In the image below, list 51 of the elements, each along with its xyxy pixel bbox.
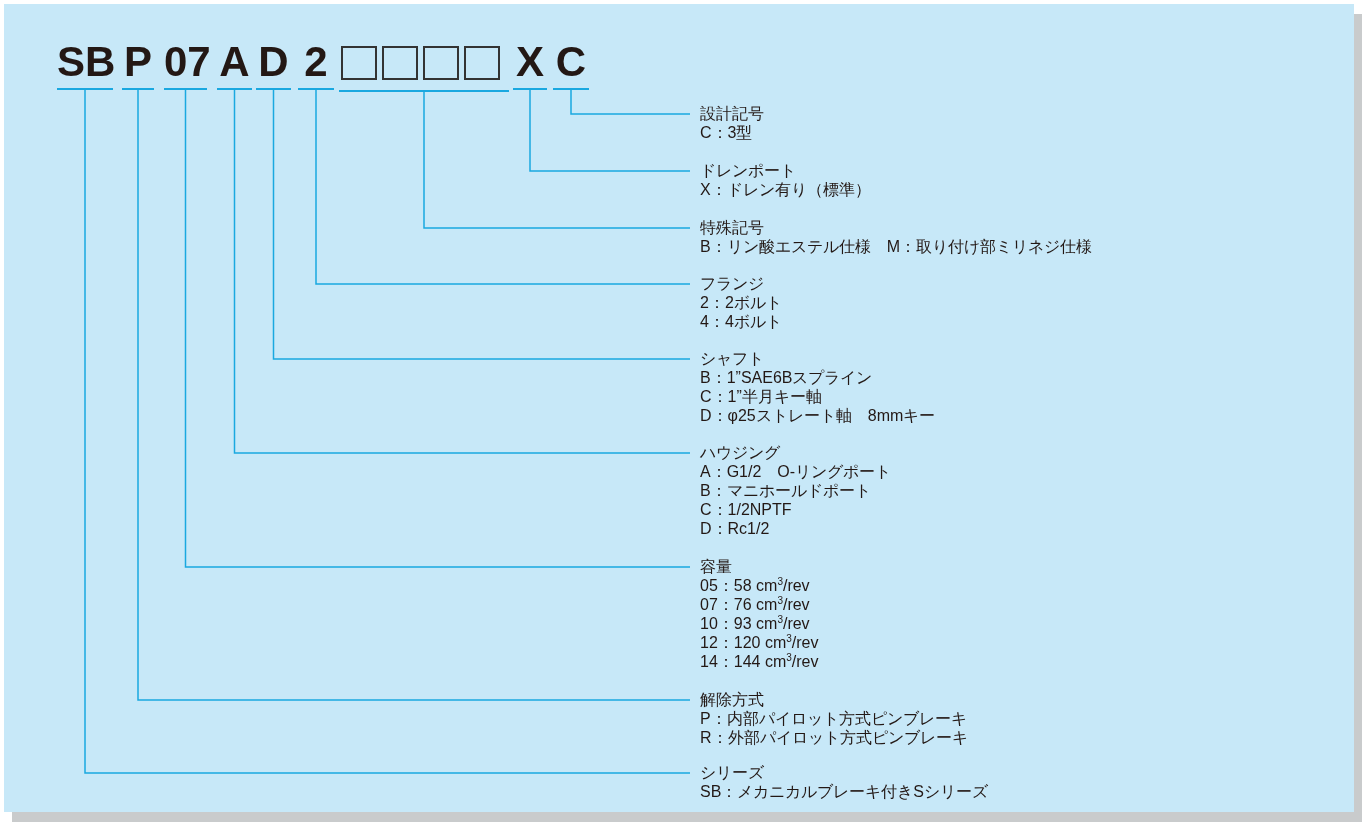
- option-text: 10：93 cm$^{3}$/rev: [700, 614, 811, 633]
- option-text: 2：2ボルト: [700, 293, 782, 312]
- option-text: 05：58 cm$^{3}$/rev: [700, 576, 811, 595]
- leader-line: [315, 89, 691, 285]
- code-letter: X: [513, 40, 547, 90]
- empty-code-box: [382, 46, 418, 80]
- option-text: B：リン酸エステル仕様 M：取り付け部ミリネジ仕様: [700, 237, 1092, 256]
- option-text: C：1/2NPTF: [700, 500, 793, 519]
- leader-line: [423, 91, 691, 229]
- leader-line: [272, 89, 691, 360]
- code-letter: SB: [57, 40, 113, 90]
- leader-line: [84, 89, 691, 774]
- option-text: C：3型: [700, 123, 754, 142]
- option-heading: シリーズ: [700, 763, 765, 782]
- option-text: D：φ25ストレート軸 8mmキー: [700, 406, 936, 425]
- leader-line: [529, 89, 691, 172]
- option-text: A：G1/2 O-リングポート: [700, 462, 892, 481]
- leader-line: [137, 89, 691, 701]
- option-text: P：内部パイロット方式ピンブレーキ: [700, 709, 968, 728]
- leader-line: [233, 89, 691, 454]
- option-text: 12：120 cm$^{3}$/rev: [700, 633, 819, 652]
- option-text: R：外部パイロット方式ピンブレーキ: [700, 728, 968, 747]
- option-heading: シャフト: [700, 349, 765, 368]
- option-text: X：ドレン有り（標準）: [700, 180, 871, 199]
- empty-code-box: [464, 46, 500, 80]
- option-text: 4：4ボルト: [700, 312, 782, 331]
- code-letter: 2: [298, 40, 334, 90]
- code-letter: P: [122, 40, 154, 90]
- code-letter: C: [553, 40, 589, 90]
- option-heading: 設計記号: [700, 104, 764, 123]
- code-letter: 07: [164, 40, 207, 90]
- empty-code-box: [423, 46, 459, 80]
- leader-line: [184, 89, 691, 568]
- empty-code-box: [341, 46, 377, 80]
- option-heading: ドレンポート: [700, 161, 797, 180]
- option-text: 14：144 cm$^{3}$/rev: [700, 652, 819, 671]
- option-text: C：1”半月キー軸: [700, 387, 823, 406]
- option-heading: 特殊記号: [700, 218, 765, 237]
- option-text: B：1”SAE6Bスプライン: [700, 368, 874, 387]
- code-letter: A: [217, 40, 252, 90]
- option-heading: ハウジング: [700, 443, 781, 462]
- option-heading: フランジ: [700, 274, 765, 293]
- underline-bar: [339, 90, 509, 92]
- option-text: SB：メカニカルブレーキ付きSシリーズ: [700, 782, 988, 801]
- option-heading: 解除方式: [700, 690, 765, 709]
- option-text: D：Rc1/2: [700, 519, 771, 538]
- option-text: 07：76 cm$^{3}$/rev: [700, 595, 811, 614]
- code-letter: D: [256, 40, 291, 90]
- leader-line: [570, 89, 691, 115]
- option-text: B：マニホールドポート: [700, 481, 872, 500]
- option-heading: 容量: [700, 557, 733, 576]
